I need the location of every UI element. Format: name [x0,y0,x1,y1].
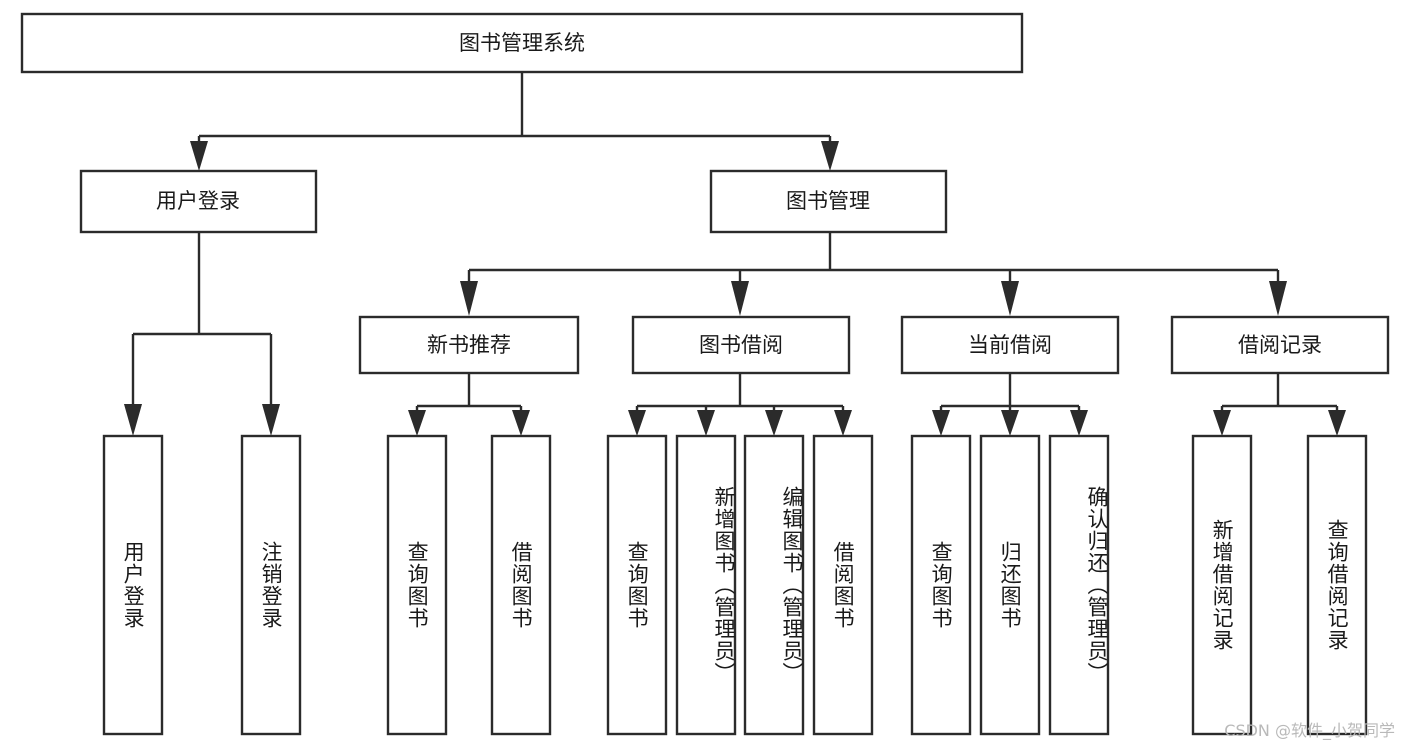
arrow-head-icon [124,404,142,436]
leaf-boxes [102,434,1368,736]
arrow-head-icon [460,281,478,316]
node-box-leaf-query-book-1[interactable] [386,434,448,736]
arrow-head-icon [1213,410,1231,436]
node-borrow-record[interactable]: 借阅记录 [1170,315,1390,375]
connector-book-manage-to-level2 [460,232,1287,316]
node-box[interactable] [631,315,851,375]
arrow-head-icon [821,141,839,171]
node-box[interactable] [79,169,318,234]
arrow-head-icon [512,410,530,436]
node-box[interactable] [900,315,1120,375]
node-box-leaf-return-book[interactable] [979,434,1041,736]
arrow-head-icon [932,410,950,436]
node-new-book-rec[interactable]: 新书推荐 [358,315,580,375]
node-box-leaf-edit-book[interactable] [743,434,805,736]
node-root[interactable]: 图书管理系统 [20,12,1024,74]
node-box-leaf-query-record[interactable] [1306,434,1368,736]
node-box[interactable] [1170,315,1390,375]
arrow-head-icon [731,281,749,316]
node-box-leaf-confirm-return[interactable] [1048,434,1110,736]
node-box[interactable] [709,169,948,234]
node-box-leaf-query-book-3[interactable] [910,434,972,736]
connector-root-to-level1 [190,72,839,171]
connector-user-login-to-leaves [124,232,280,436]
node-label: 借阅记录 [1238,333,1322,357]
watermark-text: CSDN @软件_小贺同学 [1224,721,1395,740]
connector-new-book-rec-to-leaves [408,373,530,436]
arrow-head-icon [1070,410,1088,436]
node-box-leaf-borrow-book-2[interactable] [812,434,874,736]
node-box[interactable] [358,315,580,375]
arrow-head-icon [262,404,280,436]
arrow-head-icon [765,410,783,436]
arrow-head-icon [628,410,646,436]
node-box-leaf-logout[interactable] [240,434,302,736]
node-box-leaf-user-login[interactable] [102,434,164,736]
arrow-head-icon [190,141,208,171]
node-box-leaf-add-record[interactable] [1191,434,1253,736]
node-box-leaf-borrow-book-1[interactable] [490,434,552,736]
node-current-borrow[interactable]: 当前借阅 [900,315,1120,375]
node-book-manage[interactable]: 图书管理 [709,169,948,234]
arrow-head-icon [1269,281,1287,316]
node-label: 图书管理 [786,189,870,213]
node-label: 当前借阅 [968,333,1052,357]
connector-borrow-record-to-leaves [1213,373,1346,436]
node-label: 用户登录 [156,189,240,213]
arrow-head-icon [1001,281,1019,316]
node-user-login[interactable]: 用户登录 [79,169,318,234]
arrow-head-icon [1001,410,1019,436]
arrow-head-icon [408,410,426,436]
node-label: 新书推荐 [427,333,511,357]
node-box-leaf-add-book[interactable] [675,434,737,736]
node-label: 图书借阅 [699,333,783,357]
arrow-head-icon [1328,410,1346,436]
connector-book-borrow-to-leaves [628,373,852,436]
arrow-head-icon [834,410,852,436]
node-box[interactable] [20,12,1024,74]
node-label: 图书管理系统 [459,31,585,55]
arrow-head-icon [697,410,715,436]
node-box-leaf-query-book-2[interactable] [606,434,668,736]
node-book-borrow[interactable]: 图书借阅 [631,315,851,375]
connector-current-borrow-to-leaves [932,373,1088,436]
